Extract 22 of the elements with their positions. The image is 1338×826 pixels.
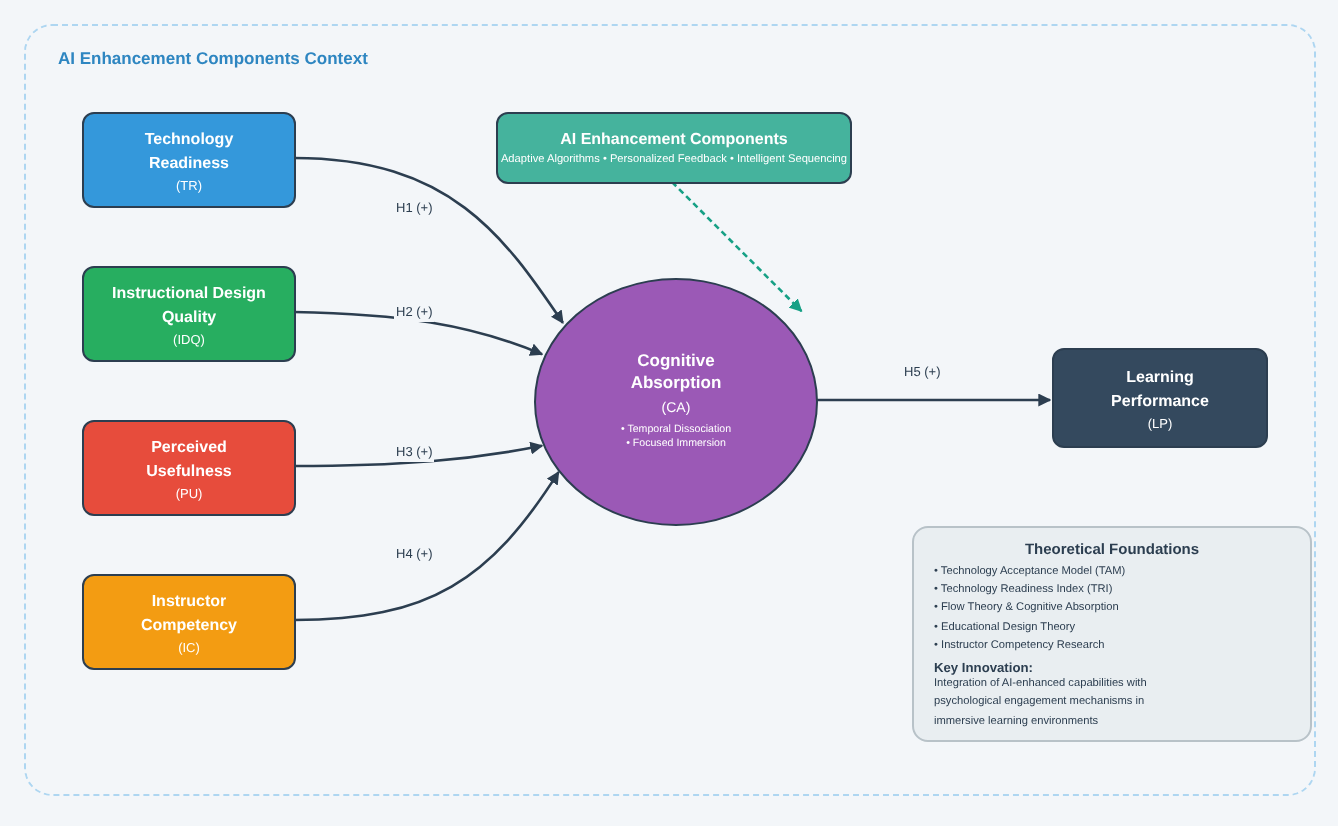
construct-box <box>82 574 296 670</box>
construct-name: Instructional Design Quality <box>110 281 268 329</box>
panel-title: AI Enhancement Components Context <box>58 48 368 68</box>
dashed-arrow <box>671 181 803 313</box>
context-panel <box>24 24 1316 796</box>
component-title: AI Enhancement Components <box>560 130 788 148</box>
construct-name: Cognitive Absorption <box>628 349 724 396</box>
arrow <box>294 441 544 468</box>
construct-box <box>82 420 296 516</box>
construct-name: Technology Readiness <box>142 127 236 175</box>
arrow <box>293 310 544 356</box>
outcome-box <box>1052 348 1268 448</box>
arrow <box>293 156 564 324</box>
component-box <box>496 112 852 184</box>
construct-box <box>82 112 296 208</box>
construct-name: Learning Performance <box>1109 365 1211 413</box>
arrow <box>816 393 1052 407</box>
construct-name: Perceived Usefulness <box>144 435 234 483</box>
construct-name: Instructor Competency <box>138 589 239 637</box>
construct-box <box>82 266 296 362</box>
arrow <box>293 471 560 622</box>
foundations-panel <box>912 526 1312 742</box>
